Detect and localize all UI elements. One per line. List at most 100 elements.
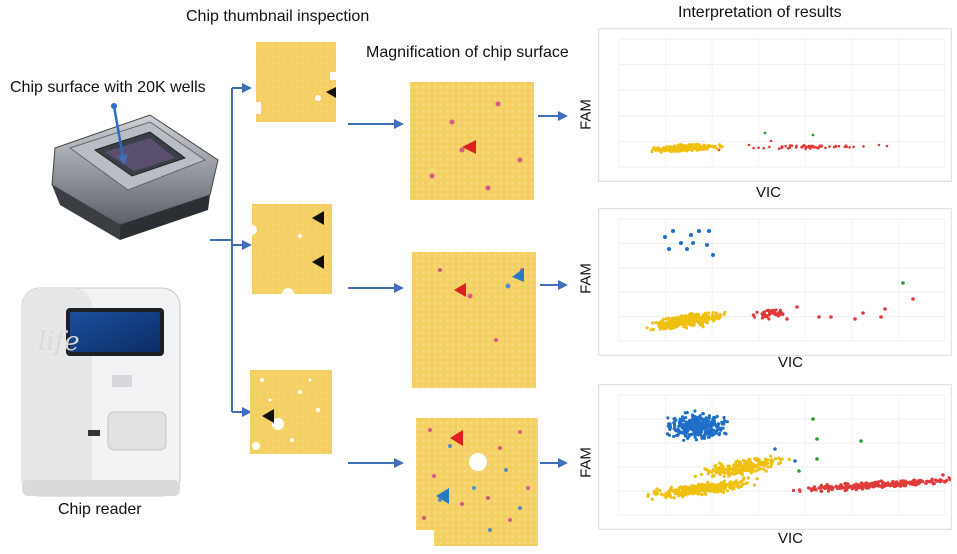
data-point xyxy=(674,429,678,433)
plot2-ylabel: FAM xyxy=(577,263,595,294)
data-point xyxy=(701,420,705,424)
data-point xyxy=(848,146,851,149)
data-point xyxy=(774,308,778,312)
data-point xyxy=(804,145,808,149)
data-point xyxy=(708,425,712,429)
data-point xyxy=(741,458,746,463)
scatter-plot-2 xyxy=(618,218,946,342)
data-point xyxy=(763,131,767,135)
data-point xyxy=(683,486,687,490)
data-point xyxy=(719,145,723,149)
mag-to-plot-arrows xyxy=(538,111,568,468)
data-point xyxy=(692,488,696,492)
data-point xyxy=(845,488,849,492)
data-point xyxy=(773,457,778,461)
data-point xyxy=(681,495,685,499)
data-point xyxy=(722,468,726,472)
data-point xyxy=(811,417,815,421)
data-point xyxy=(694,423,698,427)
data-point xyxy=(673,416,677,421)
data-point xyxy=(658,323,663,327)
data-point xyxy=(718,431,722,436)
data-point xyxy=(700,483,704,487)
data-point xyxy=(714,467,719,471)
data-point xyxy=(705,145,709,149)
data-point xyxy=(679,485,683,490)
data-point xyxy=(761,461,765,465)
data-point xyxy=(756,462,760,466)
data-point xyxy=(808,145,811,148)
data-point xyxy=(690,490,694,495)
data-point xyxy=(696,491,701,495)
data-point xyxy=(704,320,708,324)
data-point xyxy=(668,422,672,426)
data-point xyxy=(703,311,707,315)
data-point xyxy=(677,424,681,428)
data-point xyxy=(724,482,728,487)
data-point xyxy=(757,146,760,149)
data-point xyxy=(746,476,751,480)
data-point xyxy=(739,467,743,471)
data-point xyxy=(678,417,682,421)
data-point xyxy=(722,419,727,423)
plot2-xlabel: VIC xyxy=(778,354,804,371)
data-point xyxy=(677,493,681,498)
data-point xyxy=(717,148,721,152)
data-point xyxy=(683,148,687,152)
data-point xyxy=(725,420,729,424)
data-point xyxy=(673,320,677,324)
data-point xyxy=(826,489,831,493)
data-point xyxy=(669,145,673,149)
data-point xyxy=(686,420,690,425)
data-point xyxy=(714,311,719,315)
data-point xyxy=(764,469,768,473)
data-point xyxy=(741,464,746,468)
data-point xyxy=(715,425,719,429)
data-point xyxy=(659,492,663,496)
data-point xyxy=(668,320,672,325)
data-point xyxy=(738,480,742,484)
data-point xyxy=(693,146,698,150)
data-point xyxy=(723,310,727,315)
data-point xyxy=(693,435,697,439)
plot1-ylabel: FAM xyxy=(577,99,595,130)
data-point xyxy=(931,482,935,486)
data-point xyxy=(662,321,666,325)
data-point xyxy=(689,421,693,425)
data-point xyxy=(703,422,708,426)
data-point xyxy=(663,235,667,239)
data-point xyxy=(722,422,726,426)
data-point xyxy=(673,316,677,320)
data-point xyxy=(862,483,866,487)
data-point xyxy=(658,320,662,324)
data-point xyxy=(841,485,845,489)
data-point xyxy=(828,484,832,488)
data-point xyxy=(670,316,674,320)
data-point xyxy=(736,459,740,463)
data-point xyxy=(714,317,718,321)
data-point xyxy=(677,149,682,153)
plot-panel-1 xyxy=(598,28,952,182)
data-point xyxy=(700,436,704,440)
data-point xyxy=(685,491,690,495)
data-point xyxy=(682,438,686,442)
data-point xyxy=(651,327,655,332)
data-point xyxy=(660,326,664,330)
data-point xyxy=(877,480,881,484)
data-point xyxy=(704,432,708,436)
data-point xyxy=(784,144,787,148)
mag2-marker-blue xyxy=(512,268,524,282)
data-point xyxy=(882,484,886,488)
data-point xyxy=(704,492,708,496)
data-point xyxy=(916,479,920,483)
data-point xyxy=(650,321,655,325)
data-point xyxy=(733,468,737,472)
data-point xyxy=(654,492,658,496)
data-point xyxy=(711,144,715,148)
data-point xyxy=(815,457,819,461)
data-point xyxy=(780,146,783,150)
data-point xyxy=(677,429,681,433)
data-point xyxy=(705,488,709,492)
data-point xyxy=(714,314,719,318)
data-point xyxy=(688,319,692,323)
